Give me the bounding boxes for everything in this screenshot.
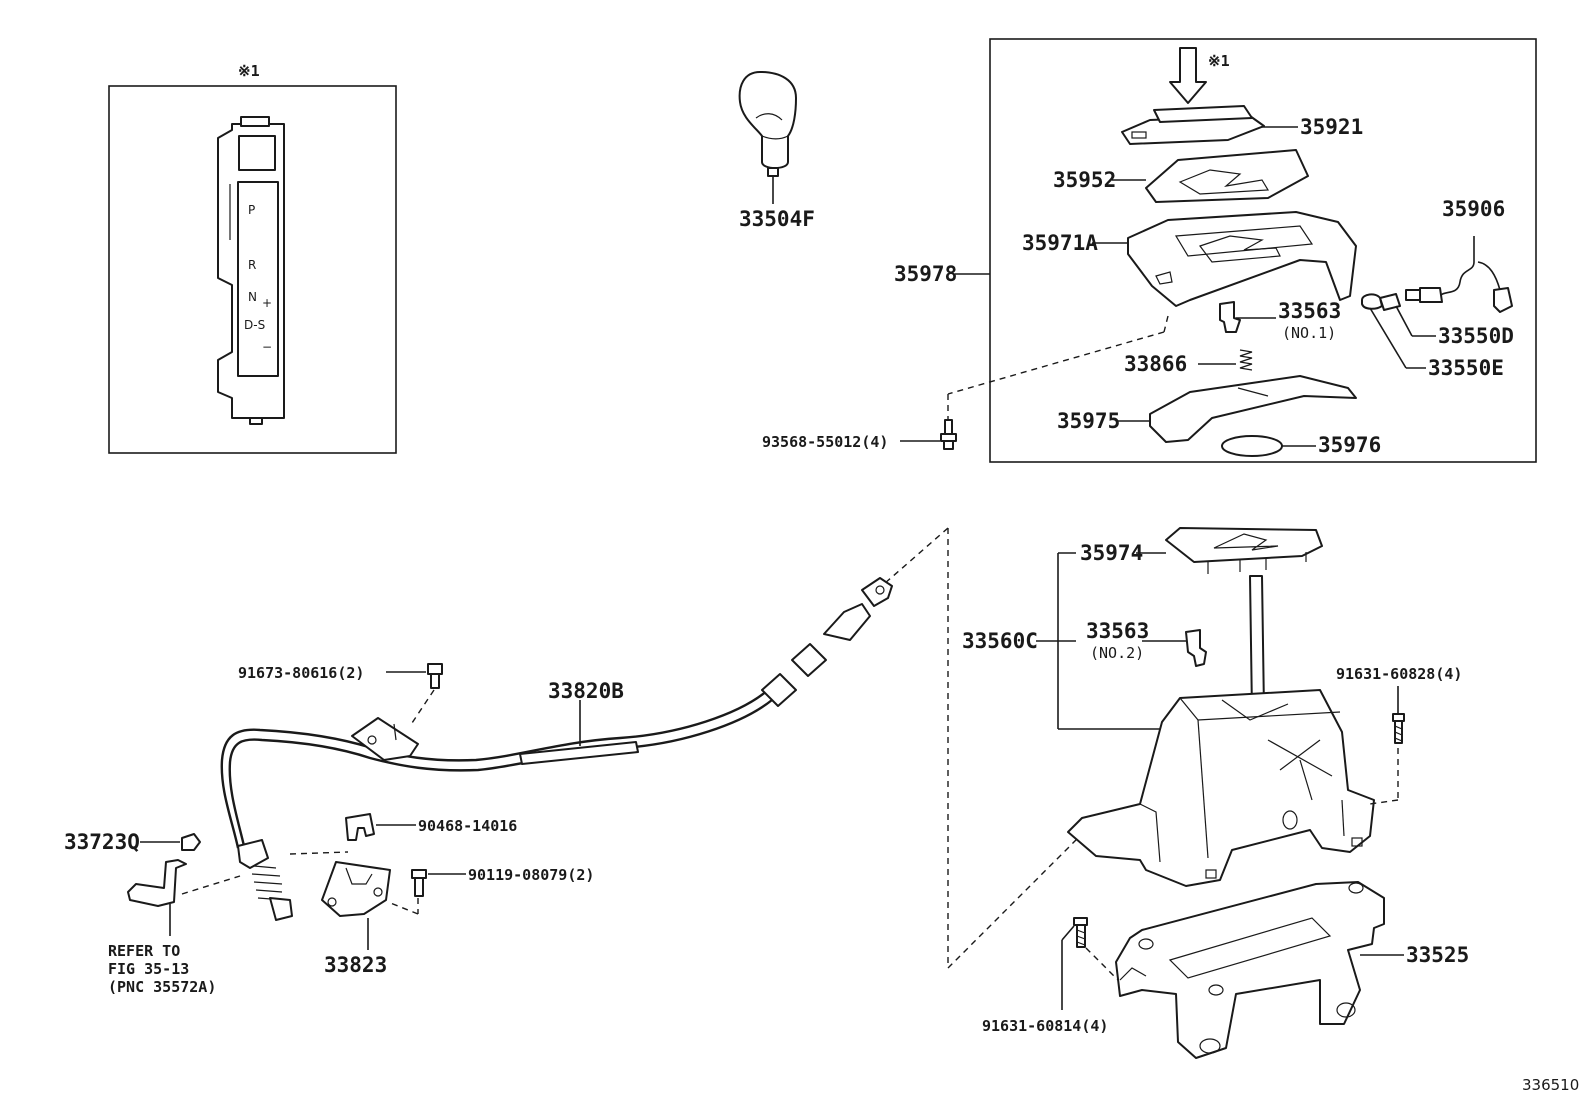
indicator-plate-35974 (1165, 527, 1323, 574)
label-33525: 33525 (1406, 943, 1469, 967)
label-33563-no1: 33563 (1278, 299, 1341, 323)
shift-pos-n: N (248, 290, 257, 304)
bolt-91673-80616 (427, 663, 443, 689)
bolt-90119-08079 (411, 869, 427, 897)
spring-33866 (1239, 349, 1253, 371)
label-91631-60828: 91631-60828(4) (1336, 665, 1462, 683)
label-33563-no1-sub: (NO.1) (1282, 324, 1336, 342)
indicator-plate-35921 (1121, 105, 1265, 145)
bolt-91631-60814 (1073, 917, 1088, 948)
lever-bracket-33525 (1115, 881, 1385, 1059)
label-33550D: 33550D (1438, 324, 1514, 348)
bolt-91631-60828 (1392, 713, 1405, 744)
down-arrow-icon (1169, 47, 1207, 104)
shift-pos-r: R (248, 258, 256, 272)
lock-33563-no2 (1185, 629, 1207, 667)
bulb-33550E (1361, 293, 1383, 310)
label-91673-80616: 91673-80616(2) (238, 664, 364, 682)
refer-note-line2: FIG 35-13 (108, 960, 189, 978)
console-bezel-35971A (1127, 211, 1357, 307)
clip-90468-14016 (345, 813, 375, 841)
inset-mark: ※1 (238, 62, 260, 80)
shift-pos-plus: + (262, 296, 272, 310)
harness-35906 (1405, 236, 1513, 313)
label-91631-60814: 91631-60814(4) (982, 1017, 1108, 1035)
control-cable-33820B (220, 577, 893, 921)
shift-lever-housing (1067, 575, 1375, 887)
label-35975: 35975 (1057, 409, 1120, 433)
label-35921: 35921 (1300, 115, 1363, 139)
inset-frame (108, 85, 397, 454)
diagram-ref-number: 336510 (1522, 1076, 1579, 1094)
shift-pos-ds: D-S (244, 318, 265, 332)
label-35978: 35978 (894, 262, 957, 286)
plate-35975 (1149, 375, 1357, 443)
label-33866: 33866 (1124, 352, 1187, 376)
shift-indicator-panel: P R N + D-S − (217, 116, 285, 425)
screw-93568 (940, 419, 957, 450)
label-35952: 35952 (1053, 168, 1116, 192)
refer-note-line1: REFER TO (108, 942, 180, 960)
refer-note-line3: (PNC 35572A) (108, 978, 216, 996)
label-35971A: 35971A (1022, 231, 1098, 255)
label-35906: 35906 (1442, 197, 1505, 221)
label-33563-no2: 33563 (1086, 619, 1149, 643)
cable-bracket (127, 859, 187, 907)
shift-knob (738, 71, 797, 177)
label-33560C: 33560C (962, 629, 1038, 653)
label-35976: 35976 (1318, 433, 1381, 457)
label-33563-no2-sub: (NO.2) (1090, 644, 1144, 662)
label-33820B: 33820B (548, 679, 624, 703)
bezel-group-frame (989, 38, 1537, 463)
shift-pos-p: P (248, 203, 255, 217)
shift-pos-minus: − (262, 340, 272, 354)
label-33550E: 33550E (1428, 356, 1504, 380)
label-90468-14016: 90468-14016 (418, 817, 517, 835)
label-33823: 33823 (324, 953, 387, 977)
cover-35952 (1145, 149, 1309, 203)
lock-33563-no1 (1219, 301, 1241, 333)
label-35974: 35974 (1080, 541, 1143, 565)
label-33504F: 33504F (739, 207, 815, 231)
arrow-mark: ※1 (1208, 52, 1230, 70)
label-33723Q: 33723Q (64, 830, 140, 854)
label-93568: 93568-55012(4) (762, 433, 888, 451)
cable-clamp-33823 (321, 861, 391, 917)
label-90119-08079: 90119-08079(2) (468, 866, 594, 884)
disc-35976 (1221, 435, 1283, 457)
nut-33723Q (181, 833, 201, 851)
